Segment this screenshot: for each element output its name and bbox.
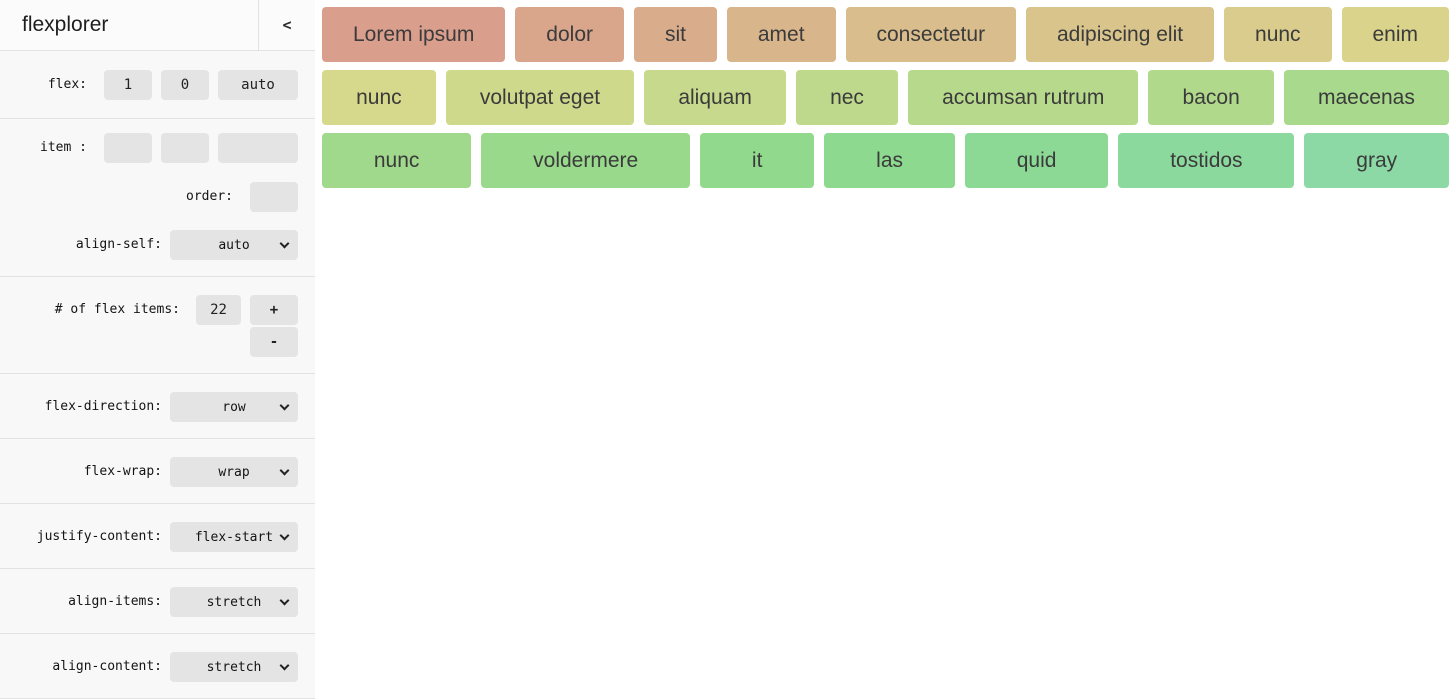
flex-shrink-input[interactable] xyxy=(161,70,209,100)
chevron-down-icon xyxy=(279,400,290,411)
justify-content-label: justify-content: xyxy=(36,529,162,544)
justify-content-select[interactable]: flex-start xyxy=(170,522,298,552)
flex-item[interactable]: nunc xyxy=(322,70,436,125)
item-label: item : xyxy=(40,140,87,155)
flex-wrap-select[interactable]: wrap xyxy=(170,457,298,487)
flex-direction-value: row xyxy=(222,399,246,415)
item-flex-shrink-input[interactable] xyxy=(161,133,209,163)
flex-item[interactable]: amet xyxy=(726,7,836,62)
chevron-down-icon xyxy=(279,660,290,671)
align-self-select[interactable]: auto xyxy=(170,230,298,260)
page-title: flexplorer xyxy=(22,13,109,36)
section-item: item : order: align-self: auto xyxy=(0,119,315,277)
flex-item[interactable]: nec xyxy=(795,70,899,125)
chevron-left-icon: < xyxy=(282,16,292,34)
chevron-down-icon xyxy=(279,595,290,606)
section-flex-direction: flex-direction: row xyxy=(0,374,315,439)
align-items-label: align-items: xyxy=(68,594,162,609)
flex-item[interactable]: accumsan rutrum xyxy=(908,70,1139,125)
flex-item[interactable]: las xyxy=(824,133,955,188)
item-count-label: # of flex items: xyxy=(54,302,180,317)
flex-item[interactable]: quid xyxy=(964,133,1109,188)
chevron-down-icon xyxy=(279,238,290,249)
flex-item[interactable]: Lorem ipsum xyxy=(322,7,506,62)
align-self-label: align-self: xyxy=(75,237,162,252)
flex-item[interactable]: adipiscing elit xyxy=(1026,7,1215,62)
section-flex: flex: xyxy=(0,51,315,119)
chevron-down-icon xyxy=(279,465,290,476)
flex-wrap-value: wrap xyxy=(218,464,250,480)
section-align-items: align-items: stretch xyxy=(0,569,315,634)
section-flex-wrap: flex-wrap: wrap xyxy=(0,439,315,504)
flex-basis-input[interactable] xyxy=(218,70,298,100)
sidebar: flexplorer < flex: item : order: xyxy=(0,0,315,699)
section-align-content: align-content: stretch xyxy=(0,634,315,699)
add-item-button[interactable]: + xyxy=(250,295,298,325)
flex-grow-input[interactable] xyxy=(104,70,152,100)
section-justify-content: justify-content: flex-start xyxy=(0,504,315,569)
flex-direction-label: flex-direction: xyxy=(44,399,162,414)
flex-item[interactable]: bacon xyxy=(1148,70,1274,125)
flex-item[interactable]: gray xyxy=(1304,133,1450,188)
flex-item[interactable]: tostidos xyxy=(1118,133,1295,188)
chevron-down-icon xyxy=(279,530,290,541)
align-items-select[interactable]: stretch xyxy=(170,587,298,617)
order-input[interactable] xyxy=(250,182,298,212)
flex-item[interactable]: consectetur xyxy=(845,7,1017,62)
align-items-value: stretch xyxy=(206,594,262,610)
sidebar-header: flexplorer < xyxy=(0,0,315,51)
item-flex-grow-input[interactable] xyxy=(104,133,152,163)
align-content-value: stretch xyxy=(206,659,262,675)
align-content-label: align-content: xyxy=(52,659,162,674)
align-self-value: auto xyxy=(218,237,250,253)
flex-item[interactable]: enim xyxy=(1341,7,1449,62)
collapse-sidebar-button[interactable]: < xyxy=(258,0,315,50)
flex-item[interactable]: sit xyxy=(633,7,717,62)
flex-item[interactable]: voldermere xyxy=(481,133,691,188)
flex-item[interactable]: nunc xyxy=(322,133,472,188)
align-content-select[interactable]: stretch xyxy=(170,652,298,682)
flex-item[interactable]: aliquam xyxy=(644,70,786,125)
flex-direction-select[interactable]: row xyxy=(170,392,298,422)
order-label: order: xyxy=(186,189,233,204)
item-flex-basis-input[interactable] xyxy=(218,133,298,163)
flex-wrap-label: flex-wrap: xyxy=(83,464,162,479)
flex-item[interactable]: nunc xyxy=(1224,7,1332,62)
flex-item[interactable]: it xyxy=(700,133,815,188)
item-count-input[interactable] xyxy=(196,295,241,325)
justify-content-value: flex-start xyxy=(194,529,274,545)
flex-item[interactable]: maecenas xyxy=(1283,70,1449,125)
section-item-count: # of flex items: + - xyxy=(0,277,315,374)
flex-item[interactable]: dolor xyxy=(515,7,624,62)
flex-label: flex: xyxy=(47,77,87,92)
remove-item-button[interactable]: - xyxy=(250,327,298,357)
flex-item[interactable]: volutpat eget xyxy=(445,70,635,125)
